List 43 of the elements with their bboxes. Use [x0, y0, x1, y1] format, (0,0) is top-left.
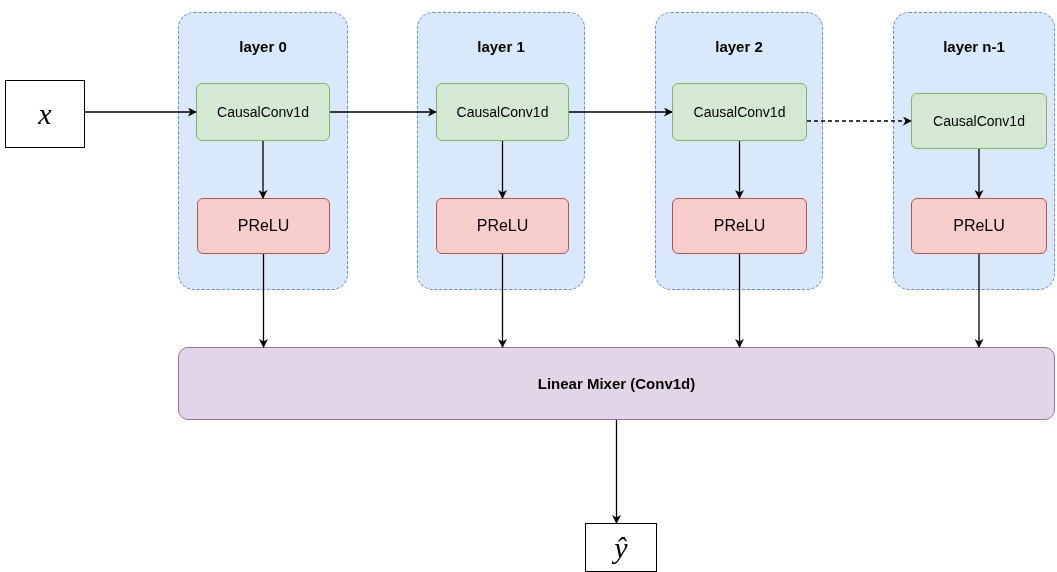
output-box [585, 523, 657, 572]
arrow [735, 253, 744, 348]
layer-title: layer n-1 [942, 38, 1006, 55]
block-label: Linear Mixer (Conv1d) [537, 375, 696, 392]
arrow [735, 140, 744, 199]
block-label: PReLU [476, 217, 529, 235]
arrow [258, 140, 268, 199]
layer-group [655, 12, 823, 290]
arrow [498, 253, 507, 348]
layer-group [893, 12, 1055, 290]
arrow [84, 107, 197, 117]
input-box [5, 80, 85, 148]
activation-block [911, 198, 1047, 254]
block-label: CausalConv1d [693, 104, 786, 120]
mixer-block [178, 347, 1055, 420]
input-variable: x [38, 97, 52, 131]
layer-title: layer 0 [238, 38, 288, 55]
conv-block [672, 83, 807, 141]
block-label: CausalConv1d [456, 104, 549, 120]
block-label: PReLU [237, 217, 290, 235]
layer-title: layer 1 [476, 38, 526, 55]
block-label: PReLU [953, 217, 1005, 235]
layer-title: layer 2 [714, 38, 764, 55]
layer-group [178, 12, 348, 290]
conv-block [436, 83, 569, 141]
arrow [329, 107, 437, 117]
arrow [259, 253, 268, 348]
conv-block [911, 93, 1047, 149]
activation-block [672, 198, 807, 254]
output-variable: ŷ [614, 530, 628, 565]
conv-block [196, 83, 330, 141]
activation-block [197, 198, 330, 254]
arrow [612, 419, 621, 524]
arrow [974, 253, 984, 348]
arrow [498, 140, 507, 199]
block-label: PReLU [713, 217, 766, 235]
arrow [974, 148, 984, 199]
arrow [568, 107, 673, 117]
dashed-arrow [806, 116, 912, 126]
activation-block [436, 198, 569, 254]
block-label: CausalConv1d [933, 113, 1025, 129]
layer-group [417, 12, 585, 290]
block-label: CausalConv1d [217, 104, 309, 120]
